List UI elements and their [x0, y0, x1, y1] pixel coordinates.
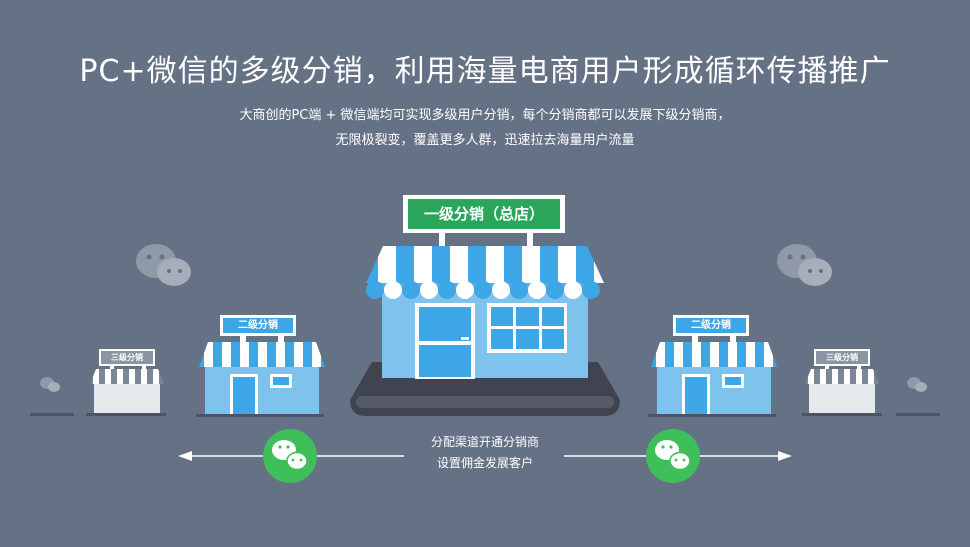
subtitle-line-1: 大商创的PC端 + 微信端均可实现多级用户分销，每个分销商都可以发展下级分销商， — [239, 108, 731, 123]
ground-line-right — [648, 413, 940, 417]
wechat-icon-left — [263, 429, 317, 483]
chat-icon-left-small — [40, 377, 60, 392]
left-level2-label: 二级分销 — [238, 320, 278, 331]
right-level3-store — [805, 362, 879, 413]
main-store — [350, 230, 620, 416]
left-level2-sign — [220, 315, 296, 336]
right-level2-sign — [673, 315, 749, 336]
wechat-icon-right — [646, 429, 700, 483]
ground-line-left — [30, 413, 324, 417]
page-title: PC+微信的多级分销，利用海量电商用户形成循环传播推广 — [79, 54, 891, 89]
main-store-label: 一级分销（总店） — [423, 205, 544, 223]
left-level3-store — [90, 362, 164, 413]
main-store-sign — [403, 195, 565, 233]
right-level3-sign — [814, 349, 870, 366]
left-level2-store — [199, 332, 325, 414]
channel-text-line-1: 分配渠道开通分销商 — [430, 435, 539, 449]
right-level2-label: 二级分销 — [691, 320, 731, 331]
left-level3-sign — [99, 349, 155, 366]
right-level2-store — [651, 332, 777, 414]
channel-text-line-2: 设置佣金发展客户 — [436, 456, 533, 470]
subtitle-line-2: 无限极裂变，覆盖更多人群，迅速拉去海量用户流量 — [335, 133, 635, 148]
chat-icon-right-large — [777, 244, 832, 286]
right-level3-label: 三级分销 — [826, 353, 858, 362]
left-level3-label: 三级分销 — [111, 353, 143, 362]
chat-icon-left-large — [136, 244, 191, 286]
chat-icon-right-small — [907, 377, 927, 392]
